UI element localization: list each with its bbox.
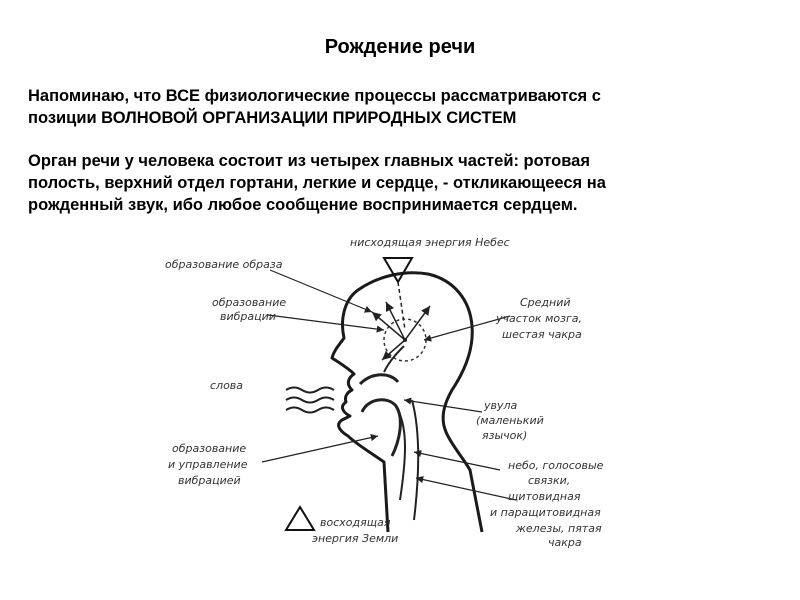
nasal-line [383, 345, 405, 373]
leader-uvula [403, 397, 483, 413]
arrow-image [371, 311, 406, 341]
arrow-down-left [381, 339, 406, 361]
arrow-up-right [404, 305, 431, 341]
label-middle-brain-1: Средний [520, 296, 571, 309]
leader-control [261, 434, 379, 463]
speech-organ-paragraph: Орган речи у человека состоит из четырех… [28, 150, 768, 216]
ascending-triangle [284, 505, 316, 531]
label-vibration-control-3: вибрацией [178, 474, 241, 487]
leader-throat [413, 449, 501, 471]
label-throat-5: железы, пятая [515, 522, 602, 535]
label-throat-4: и паращитовидная [490, 506, 601, 519]
label-vibration-formation-2: вибрации [220, 310, 276, 323]
leader-image [269, 269, 373, 313]
arrow-up-left [385, 301, 406, 341]
label-image-formation: образование образа [165, 258, 283, 271]
label-uvula-3: язычок) [482, 429, 527, 442]
label-throat-2: связки, [528, 474, 570, 487]
organ-line-3: рожденный звук, ибо любое сообщение восп… [28, 196, 578, 214]
label-throat-6: чакра [548, 536, 582, 549]
label-middle-brain-3: шестая чакра [502, 328, 582, 341]
intro-line-2: позиции ВОЛНОВОЙ ОРГАНИЗАЦИИ ПРИРОДНЫХ С… [28, 109, 517, 127]
label-descending-energy: нисходящая энергия Небес [350, 236, 510, 249]
label-uvula-1: увула [483, 399, 518, 412]
palate-curve [358, 373, 400, 386]
intro-line-1: Напоминаю, что ВСЕ физиологические проце… [28, 87, 601, 105]
descending-triangle [382, 257, 414, 284]
wave-2 [285, 396, 335, 404]
label-throat-3: щитовидная [508, 490, 581, 503]
label-ascending-energy-2: энергия Земли [312, 532, 398, 545]
organ-line-1: Орган речи у человека состоит из четырех… [28, 152, 590, 170]
energy-line [397, 281, 406, 331]
label-word: слова [210, 379, 243, 392]
leader-thyroid [415, 476, 517, 501]
wave-1 [285, 386, 335, 394]
head-silhouette [330, 271, 484, 533]
leader-vibration [267, 314, 385, 333]
leader-brain [423, 315, 511, 342]
label-vibration-control-2: и управление [168, 458, 248, 471]
label-vibration-formation-1: образование [212, 296, 286, 309]
label-middle-brain-2: участок мозга, [495, 312, 582, 325]
label-ascending-energy-1: восходящая [320, 516, 391, 529]
intro-paragraph: Напоминаю, что ВСЕ физиологические проце… [28, 85, 768, 129]
label-throat-1: небо, голосовые [508, 459, 604, 472]
label-vibration-control-1: образование [172, 442, 246, 455]
throat-line-2 [411, 399, 420, 521]
tongue-curve [360, 398, 402, 457]
label-uvula-2: (маленький [476, 414, 544, 427]
wave-3 [285, 406, 335, 414]
page-title: Рождение речи [324, 36, 476, 58]
organ-line-2: полость, верхний отдел гортани, легкие и… [28, 174, 606, 192]
throat-line-1 [397, 409, 406, 501]
